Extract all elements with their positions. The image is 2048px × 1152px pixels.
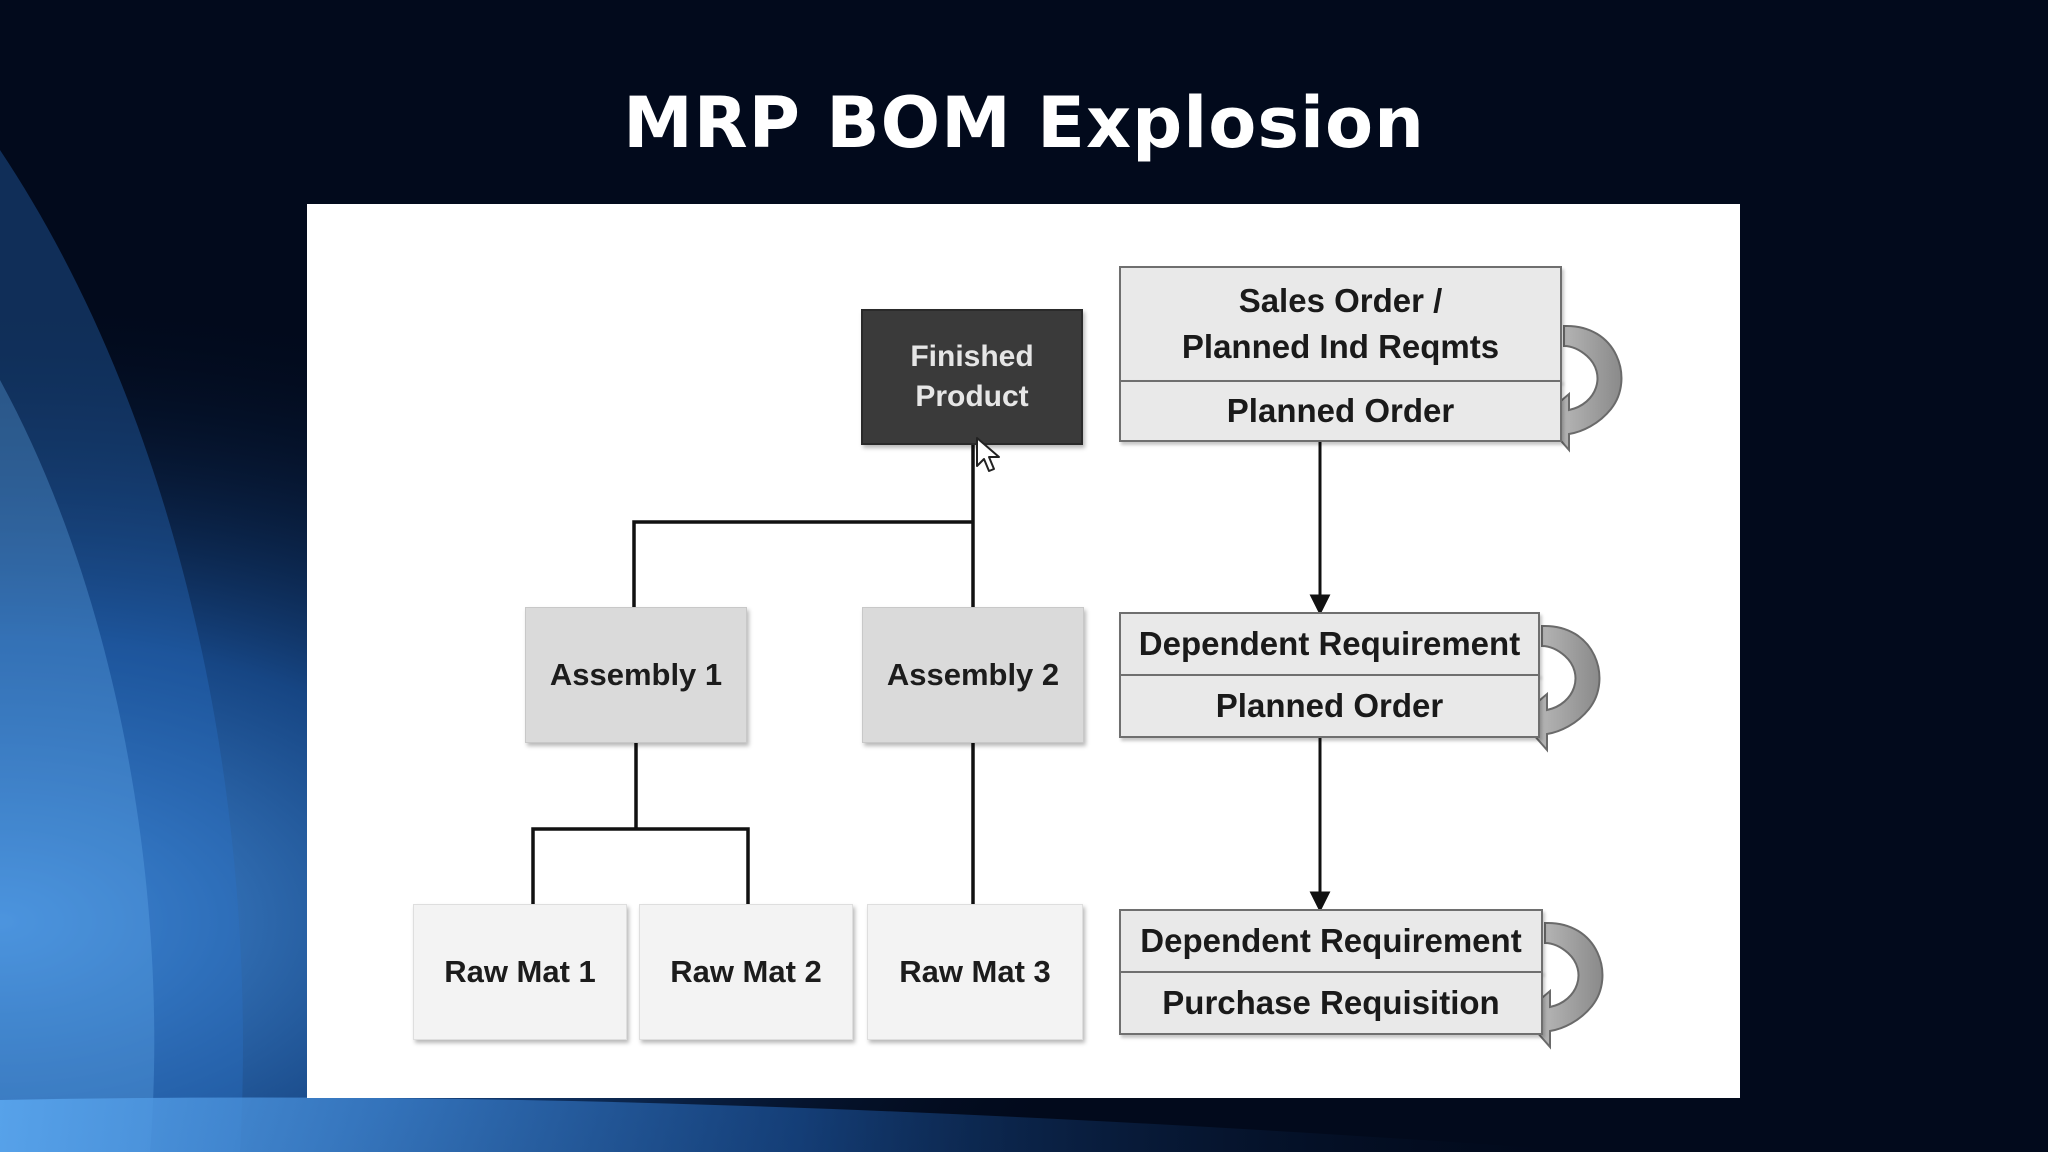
level2-dependent-requirement-cell: Dependent Requirement — [1119, 612, 1540, 676]
level3-dependent-requirement-cell: Dependent Requirement — [1119, 909, 1543, 973]
level1-sales-order-cell: Sales Order / Planned Ind Reqmts — [1119, 266, 1562, 382]
raw-mat-3-box: Raw Mat 3 — [867, 904, 1083, 1040]
level1-top-line1: Sales Order / — [1238, 282, 1443, 319]
finished-product-line2: Product — [915, 380, 1029, 413]
line-fp-to-assembly1 — [632, 520, 973, 607]
line-assembly1-to-raw — [531, 827, 750, 904]
level3-purchase-requisition-cell: Purchase Requisition — [1119, 971, 1543, 1035]
raw-mat-1-box: Raw Mat 1 — [413, 904, 627, 1040]
level1-planned-order-cell: Planned Order — [1119, 380, 1562, 442]
slide-title: MRP BOM Explosion — [623, 82, 1425, 164]
mouse-cursor-icon — [976, 437, 1000, 472]
level2-planned-order-cell: Planned Order — [1119, 674, 1540, 738]
finished-product-box: Finished Product — [861, 309, 1083, 445]
finished-product-line1: Finished — [910, 340, 1034, 373]
level1-top-line2: Planned Ind Reqmts — [1181, 328, 1500, 365]
diagram-panel: Finished Product Assembly 1 Assembly 2 R… — [307, 204, 1740, 1098]
assembly-2-box: Assembly 2 — [862, 607, 1084, 743]
raw-mat-2-box: Raw Mat 2 — [639, 904, 853, 1040]
assembly-1-box: Assembly 1 — [525, 607, 747, 743]
bom-tree-lines — [531, 445, 975, 904]
